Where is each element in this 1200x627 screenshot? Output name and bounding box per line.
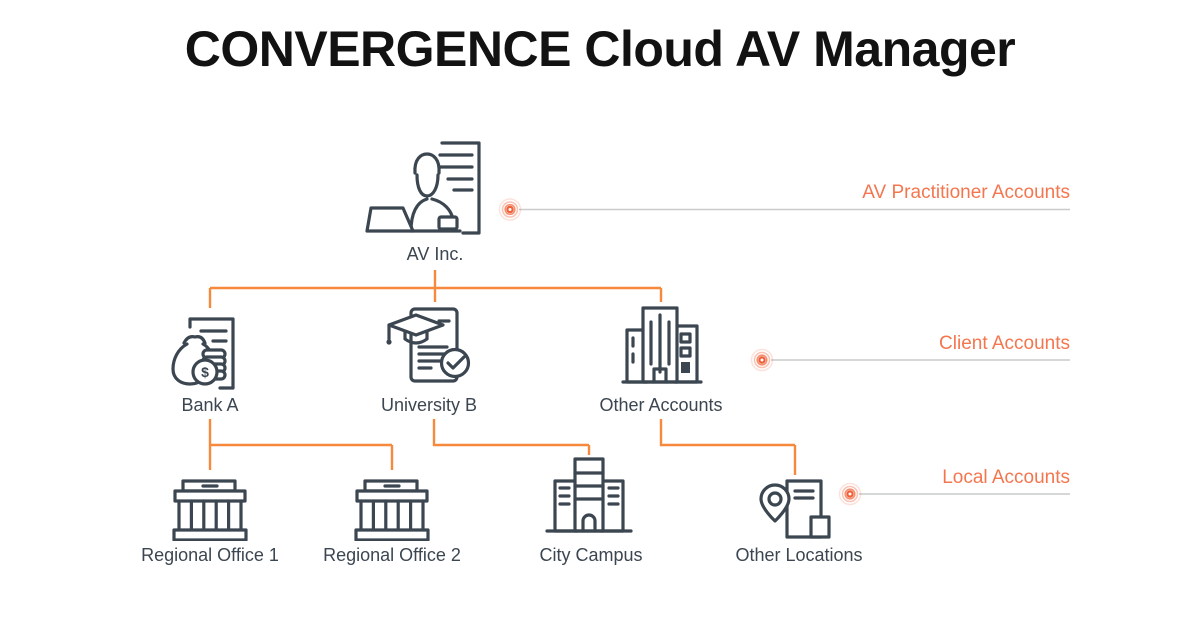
dollar-sign-glyph: $ [201,364,209,380]
node-label-regional-office-1: Regional Office 1 [141,545,279,565]
government-building-icon [172,479,248,542]
city-buildings-icon [621,306,703,384]
callout-bullseye-icon [750,348,774,372]
campus-building-icon [545,457,633,533]
annotation-av-practitioner-accounts: AV Practitioner Accounts [862,182,1070,203]
node-label-other-accounts: Other Accounts [599,395,723,415]
node-av-inc [365,133,495,242]
node-label-av-inc: AV Inc. [406,244,464,264]
connector-bank-to-offices [208,419,394,470]
money-bag-document-icon: $ [171,317,235,390]
node-other-locations [751,479,843,546]
connector-accounts-to-locations [659,419,797,475]
connector-root-to-clients [208,270,663,308]
node-city-campus [543,455,635,542]
tree-connectors [208,270,797,475]
annotation-local-accounts: Local Accounts [942,467,1070,488]
location-pin-document-icon [759,479,831,539]
node-university-b [383,301,475,396]
person-laptop-icon [365,141,481,235]
callout-bullseye-icon [838,482,862,506]
annotation-client-accounts: Client Accounts [939,333,1070,354]
node-label-city-campus: City Campus [539,545,643,565]
connector-university-to-campus [432,419,591,455]
node-bank-a: $ [167,306,253,397]
node-regional-office-2 [347,469,437,546]
node-regional-office-1 [165,469,255,546]
node-other-accounts [621,302,703,393]
government-building-icon [354,479,430,542]
node-label-bank-a: Bank A [181,395,239,415]
callout-bullseye-icon [498,198,522,221]
node-label-university-b: University B [380,395,478,415]
leader-lines [519,208,1070,495]
page-title: CONVERGENCE Cloud AV Manager [184,21,1016,77]
node-label-other-locations: Other Locations [735,545,863,565]
node-label-regional-office-2: Regional Office 2 [323,545,461,565]
graduation-cap-document-icon [386,307,471,383]
